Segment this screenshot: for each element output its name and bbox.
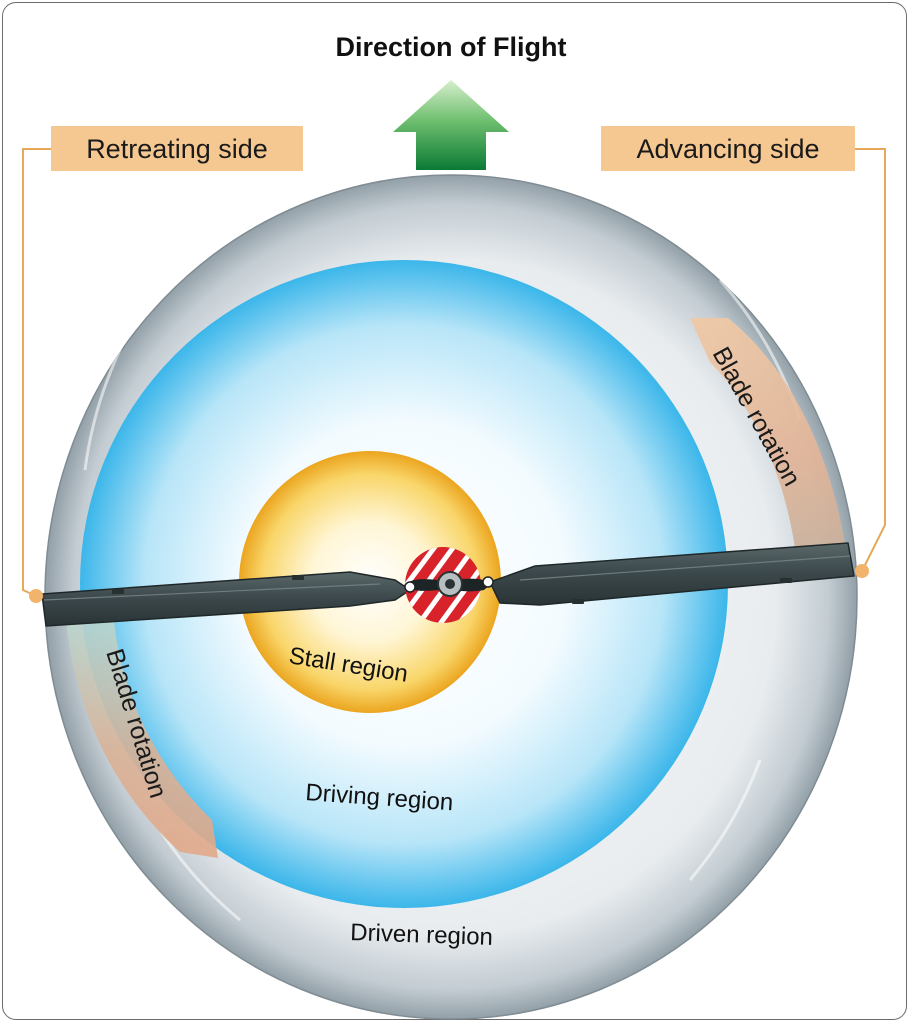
advancing-tip-dot xyxy=(855,564,869,578)
advancing-side-box xyxy=(601,126,855,171)
retreating-side-label: Retreating side xyxy=(86,134,268,164)
rotation-arrow-icon xyxy=(690,318,845,548)
rotor-blades xyxy=(41,542,855,627)
driven-region-label: Driven region xyxy=(350,919,494,951)
direction-of-flight-title: Direction of Flight xyxy=(336,32,567,62)
retreating-side-box xyxy=(51,126,303,171)
rotation-arrow-icon xyxy=(66,620,218,858)
retreating-tip-dot xyxy=(29,589,43,603)
advancing-side-label: Advancing side xyxy=(636,134,819,164)
direction-arrow-icon xyxy=(393,80,509,170)
